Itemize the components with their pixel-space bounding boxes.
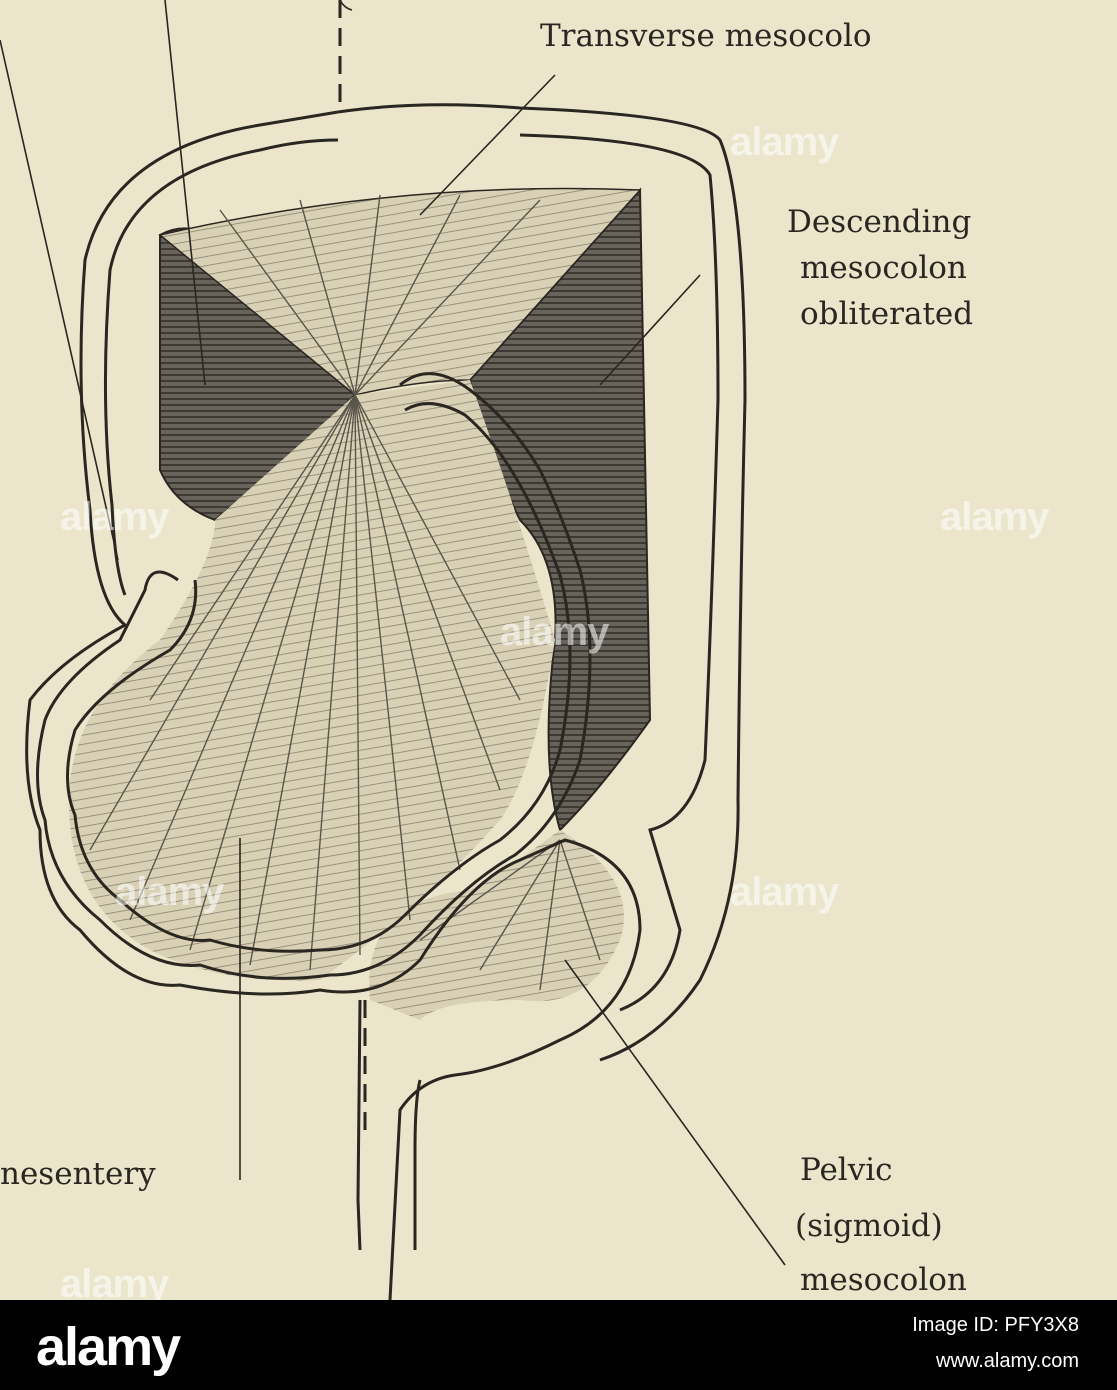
- label-descending-line1: Descending: [787, 204, 972, 240]
- image-id: Image ID: PFY3X8: [912, 1314, 1079, 1336]
- leader-lines: [0, 0, 786, 1266]
- transverse-mesocolon-fan: [158, 187, 642, 396]
- colon-right-inner: [519, 133, 720, 1012]
- label-descending-line2: mesocolon: [800, 250, 967, 286]
- footer-bar: alamy Image ID: PFY3X8 www.alamy.com: [0, 1300, 1117, 1390]
- watermark: alamy: [500, 610, 609, 654]
- alamy-logo: alamy: [36, 1317, 181, 1377]
- anatomical-figure: Transverse mesocolo Descending mesocolon…: [0, 0, 1117, 1300]
- small-intestine-outer: [36, 372, 592, 980]
- footer-url: www.alamy.com: [936, 1350, 1079, 1372]
- label-pelvic-line2: (sigmoid): [795, 1208, 943, 1244]
- label-pelvic-line1: Pelvic: [800, 1152, 893, 1188]
- watermark: alamy: [730, 120, 839, 164]
- watermark: alamy: [115, 870, 224, 914]
- watermark: alamy: [730, 870, 839, 914]
- rectum-right: [413, 1079, 422, 1250]
- watermark: alamy: [60, 495, 169, 539]
- rectum-left: [356, 999, 362, 1251]
- label-pelvic-line3: mesocolon: [800, 1262, 967, 1298]
- colon-outer-wall: [25, 110, 642, 1300]
- label-descending-line3: obliterated: [800, 296, 974, 332]
- watermark: alamy: [60, 1262, 169, 1300]
- small-intestine-mesentery-fan: [69, 380, 555, 981]
- sigmoid-mesocolon-fan: [369, 830, 624, 1020]
- mesentery-diagram: [0, 0, 786, 1300]
- colon-inner-wall: [103, 138, 339, 596]
- small-intestine-inner: [66, 402, 572, 953]
- watermark: alamy: [940, 495, 1049, 539]
- label-transverse-mesocolon: Transverse mesocolo: [540, 18, 872, 54]
- radiating-lines: [89, 194, 601, 991]
- dashed-midline: [338, 0, 367, 1130]
- colon-right-outer: [337, 103, 747, 1062]
- label-mesentery: nesentery: [0, 1156, 156, 1192]
